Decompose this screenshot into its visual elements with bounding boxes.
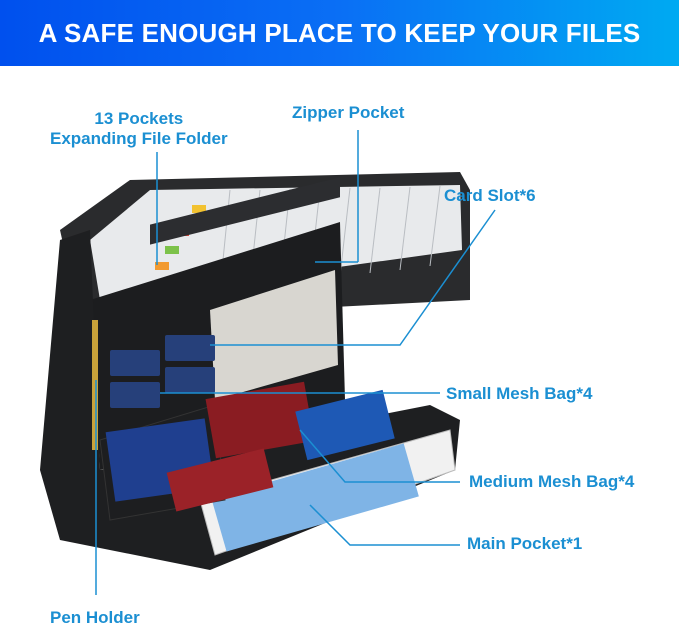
label-zipper-pocket: Zipper Pocket — [292, 103, 405, 122]
label-line: Expanding File Folder — [50, 129, 228, 148]
tablet — [211, 443, 419, 552]
banner-title: A SAFE ENOUGH PLACE TO KEEP YOUR FILES — [38, 17, 641, 48]
zipper-pocket — [150, 177, 340, 245]
label-main-pocket: Main Pocket*1 — [467, 534, 583, 553]
leader-lines — [95, 130, 496, 595]
header-banner: A SAFE ENOUGH PLACE TO KEEP YOUR FILES — [0, 0, 679, 66]
newspaper — [210, 270, 338, 400]
file-organizer-image — [40, 130, 496, 595]
label-card-slot: Card Slot*6 — [444, 186, 536, 205]
passport-blue-2 — [295, 389, 395, 461]
label-expanding-folder: 13 Pockets Expanding File Folder — [50, 109, 228, 149]
label-pen-holder: Pen Holder — [50, 608, 140, 627]
label-line: 13 Pockets — [94, 109, 184, 128]
card-slots — [110, 335, 215, 408]
label-small-mesh: Small Mesh Bag*4 — [446, 384, 593, 403]
passport-red — [205, 381, 315, 459]
pen — [92, 320, 98, 450]
label-medium-mesh: Medium Mesh Bag*4 — [469, 472, 635, 491]
passport-red-2 — [166, 448, 274, 512]
